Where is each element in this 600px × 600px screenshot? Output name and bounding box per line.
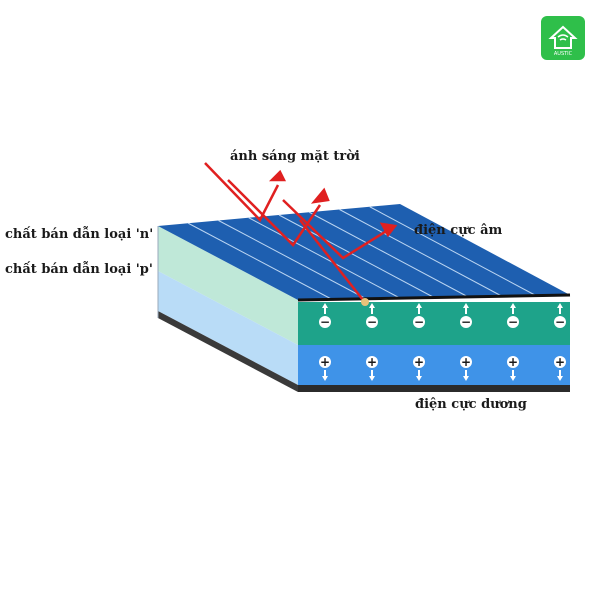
panel-grid-line (248, 217, 401, 299)
p-charge-sign: + (461, 355, 471, 369)
label-negative-electrode: điện cực âm (414, 223, 503, 238)
panel-grid-line (339, 209, 503, 297)
p-charge-arrowhead (416, 376, 422, 381)
p-charge-circle (413, 356, 425, 368)
n-charge-sign: − (367, 315, 377, 329)
label-p-type: chất bán dẫn loại 'p' (5, 261, 153, 277)
p-charge-arrowhead (557, 376, 563, 381)
contact-point (361, 298, 369, 306)
ray-2 (227, 179, 322, 247)
n-charge-circle (507, 316, 519, 328)
p-charge-arrowhead (463, 376, 469, 381)
n-charge-arrowhead (369, 303, 375, 308)
p-charge-sign: + (320, 355, 330, 369)
panel-grid-line (218, 220, 367, 300)
house-wifi-icon (548, 25, 578, 49)
ray-2-arrowhead (310, 187, 330, 204)
p-charge-arrowhead (322, 376, 328, 381)
ray-1 (204, 162, 280, 223)
p-charge-sign: + (414, 355, 424, 369)
n-charge-arrowhead (463, 303, 469, 308)
n-charge-sign: − (414, 315, 424, 329)
n-charge-circle (554, 316, 566, 328)
label-positive-electrode: điện cực dương (415, 397, 527, 412)
ray-3-arrowhead (379, 222, 398, 238)
solar-panel-surface (158, 204, 571, 302)
p-charge-arrowhead (369, 376, 375, 381)
n-charge-circle (366, 316, 378, 328)
n-charge-circle (460, 316, 472, 328)
panel-grid-line (188, 222, 333, 300)
brand-logo: AUSTIC (541, 16, 585, 60)
n-charge-circle (319, 316, 331, 328)
label-sunlight: ánh sáng mặt trời (230, 149, 360, 164)
n-charge-sign: − (461, 315, 471, 329)
n-charge-sign: − (508, 315, 518, 329)
sunlight-rays (204, 162, 398, 301)
charge-markers: − + − + − + − + − + − + (319, 303, 566, 381)
ray-3 (282, 199, 389, 260)
n-charge-arrowhead (416, 303, 422, 308)
label-n-type: chất bán dẫn loại 'n' (5, 226, 153, 242)
ray-4 (299, 219, 364, 301)
p-charge-circle (507, 356, 519, 368)
p-charge-circle (319, 356, 331, 368)
n-charge-sign: − (555, 315, 565, 329)
p-charge-arrowhead (510, 376, 516, 381)
panel-grid-line (309, 211, 469, 298)
n-charge-circle (413, 316, 425, 328)
n-charge-arrowhead (510, 303, 516, 308)
p-charge-sign: + (367, 355, 377, 369)
cell-side-faces (157, 226, 298, 392)
p-charge-sign: + (508, 355, 518, 369)
p-charge-circle (554, 356, 566, 368)
p-charge-sign: + (555, 355, 565, 369)
n-charge-arrowhead (557, 303, 563, 308)
logo-text: AUSTIC (554, 51, 573, 57)
p-type-layer (298, 345, 570, 385)
n-charge-arrowhead (322, 303, 328, 308)
bottom-electrode (298, 385, 570, 392)
p-charge-circle (366, 356, 378, 368)
ray-1-arrowhead (268, 169, 287, 182)
panel-grid-line (369, 206, 537, 297)
n-type-layer (298, 302, 570, 345)
p-charge-circle (460, 356, 472, 368)
n-charge-sign: − (320, 315, 330, 329)
